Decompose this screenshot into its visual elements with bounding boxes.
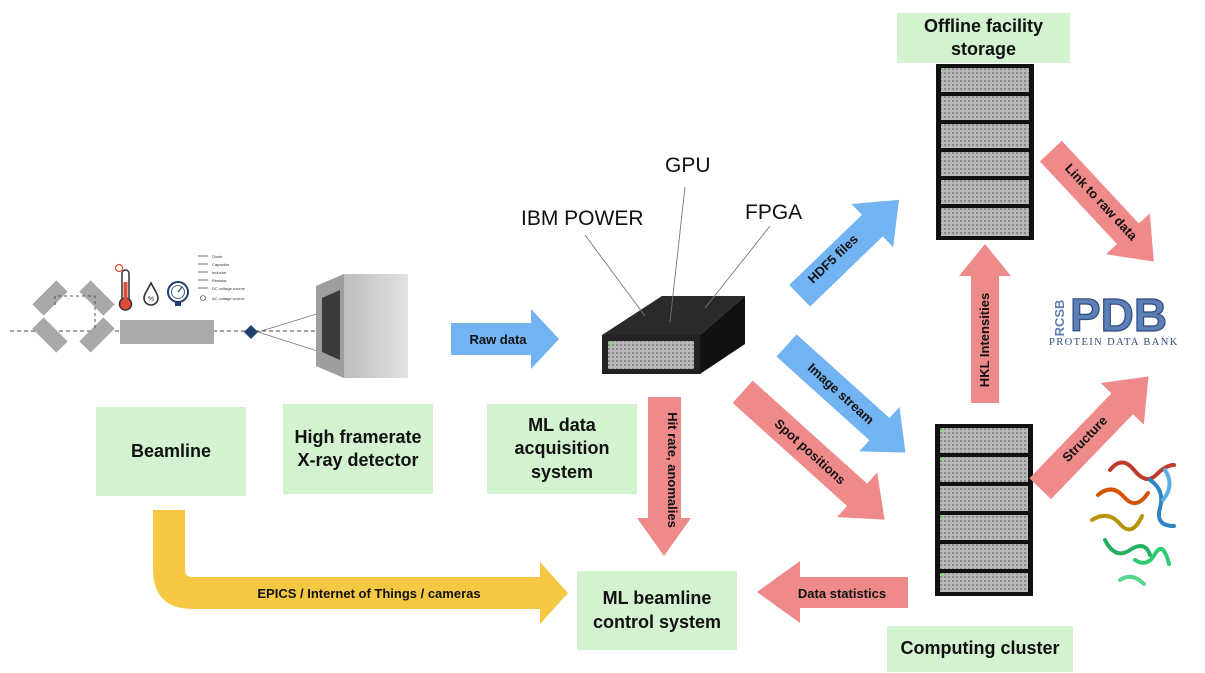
hdf5-arrow [789, 199, 899, 307]
gpu-pointer [669, 186, 686, 323]
control-box: ML beamline control system [577, 571, 737, 650]
raw-data-label: Raw data [469, 332, 527, 347]
beamline-box: Beamline [96, 407, 246, 496]
cluster-label: Computing cluster [900, 638, 1060, 659]
daq-server-icon [602, 296, 745, 374]
hkl-arrow [959, 244, 1011, 403]
legend-item: Capacitor [212, 262, 230, 267]
daq-box: ML data acquisition system [487, 404, 637, 494]
structure-arrow [1029, 376, 1149, 500]
legend-item: Diode [212, 254, 223, 259]
image-stream-label: Image stream [805, 360, 877, 427]
fpga-label: FPGA [745, 201, 803, 224]
hkl-label: HKL Intensities [977, 293, 992, 387]
cluster-box: Computing cluster [887, 626, 1073, 672]
thermometer-icon [114, 263, 133, 311]
storage-rack-icon [936, 64, 1034, 240]
pdb-logo-subtitle: PROTEIN DATA BANK [1049, 337, 1179, 348]
spot-positions-label: Spot positions [771, 416, 848, 488]
humidity-icon: % [143, 281, 159, 306]
legend-item: DC voltage source [212, 286, 246, 291]
beamline-label: Beamline [130, 440, 212, 461]
raw-data-arrow [451, 309, 559, 369]
detector-box: High framerate X-ray detector [283, 404, 433, 494]
epics-label: EPICS / Internet of Things / cameras [257, 586, 480, 601]
spot-positions-arrow [732, 380, 885, 520]
detector-label: High framerate X-ray detector [294, 426, 422, 470]
pressure-gauge-icon [167, 281, 189, 306]
storage-label: Offline facility storage [923, 15, 1044, 59]
detector-icon [316, 274, 408, 378]
link-raw-label: Link to raw data [1062, 161, 1141, 244]
protein-structure-icon [1090, 460, 1176, 586]
circuit-legend-icon: Diode Capacitor Inductor Resistor DC vol… [198, 254, 246, 301]
pdb-logo: RCSB PDB PROTEIN DATA BANK [1049, 288, 1179, 348]
pdb-logo-main: PDB [1070, 289, 1167, 341]
legend-item: Inductor [212, 270, 227, 275]
image-stream-arrow [776, 334, 906, 453]
fpga-pointer [704, 225, 771, 309]
daq-label: ML data acquisition system [514, 414, 610, 482]
data-statistics-arrow [757, 561, 908, 623]
ibm-pointer [584, 234, 646, 317]
legend-item: Resistor [212, 278, 227, 283]
gpu-label: GPU [665, 154, 711, 177]
legend-item: AC voltage source [212, 296, 245, 301]
data-statistics-label: Data statistics [798, 586, 886, 601]
beamline-optics [10, 280, 331, 356]
control-label: ML beamline control system [592, 588, 722, 632]
epics-arrow [153, 510, 568, 624]
hit-rate-arrow [637, 397, 691, 556]
svg-text:%: % [148, 296, 154, 303]
hit-rate-label: Hit rate, anomalies [665, 412, 680, 528]
pdb-logo-side: RCSB [1052, 300, 1067, 337]
storage-box: Offline facility storage [897, 13, 1070, 63]
cluster-rack-icon [935, 424, 1033, 596]
ibm-power-label: IBM POWER [521, 207, 644, 230]
link-raw-arrow [1039, 140, 1154, 262]
